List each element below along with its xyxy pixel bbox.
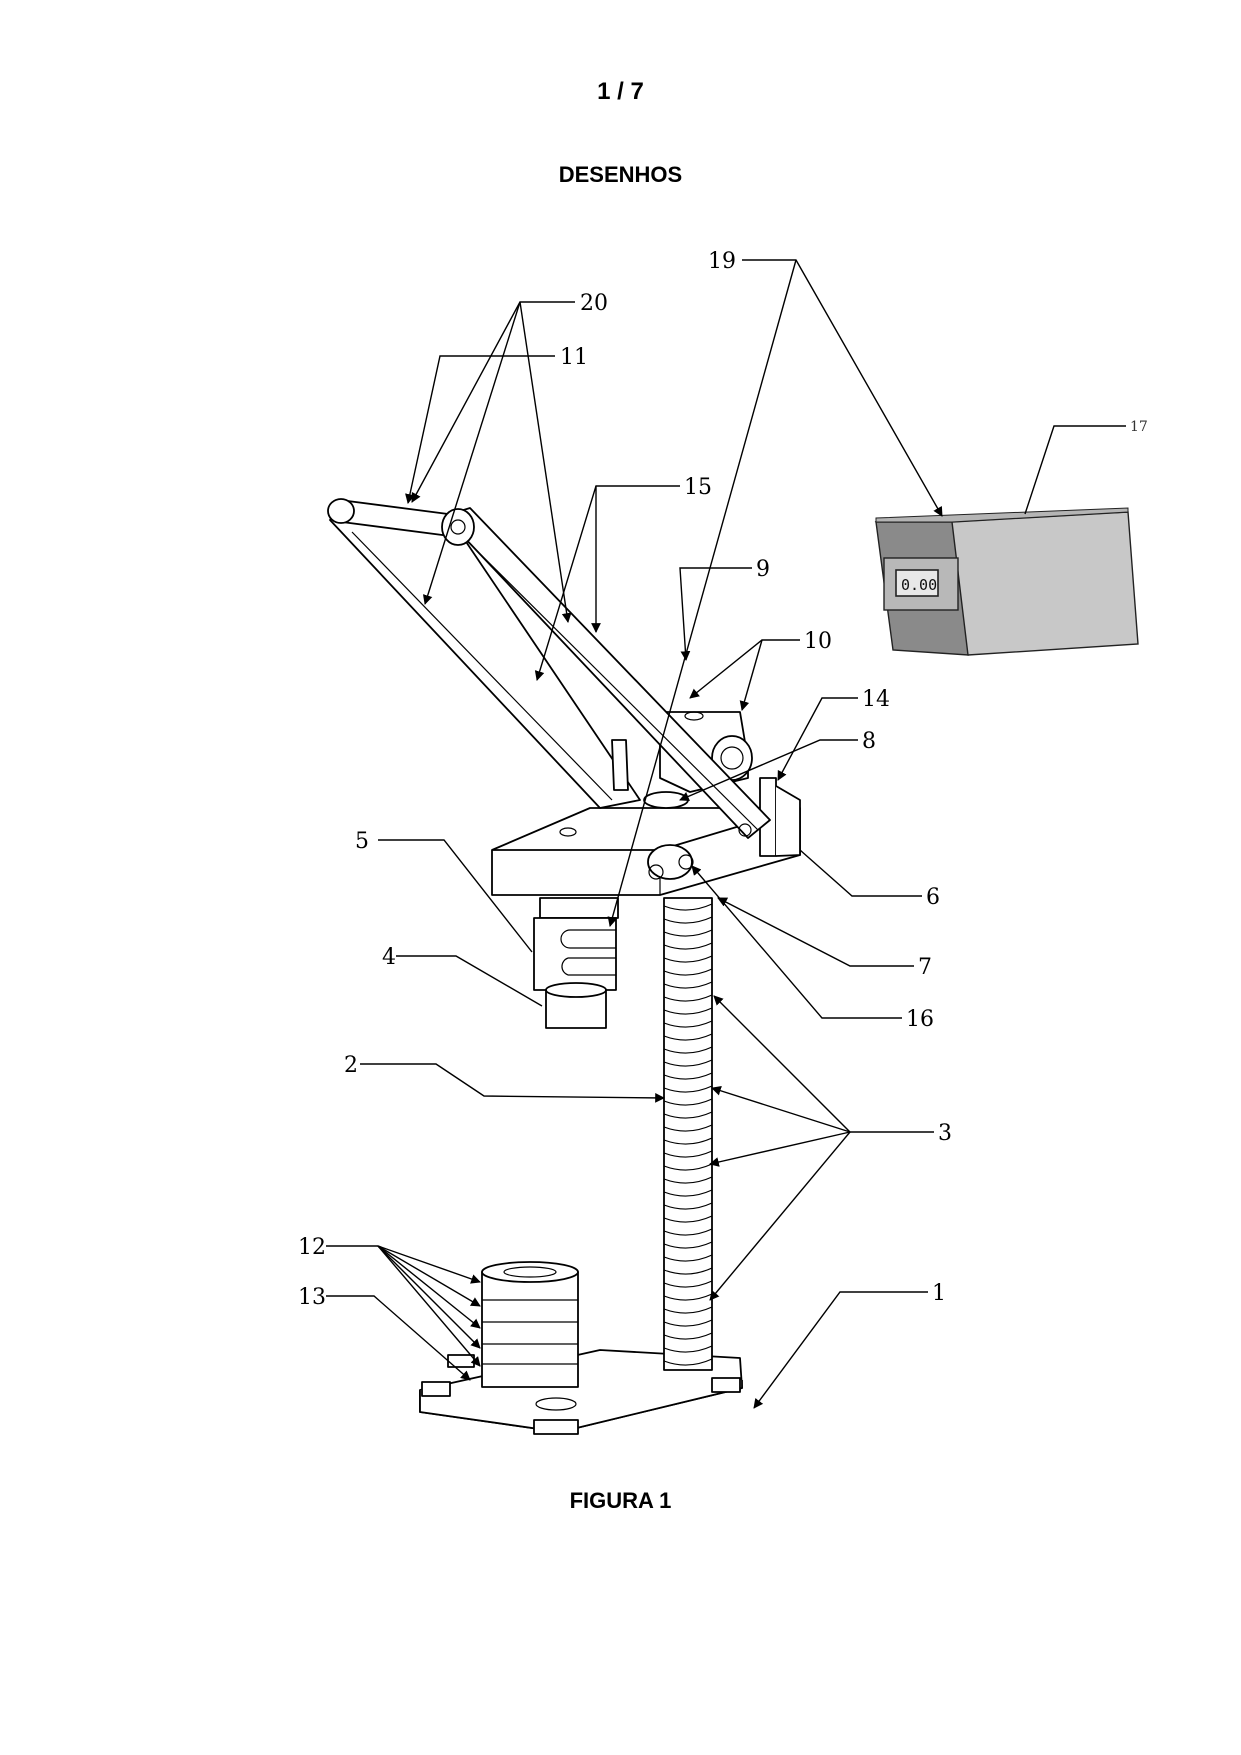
label-14: 14 — [862, 687, 890, 712]
thread-ridge — [663, 1215, 713, 1223]
thread-ridge — [663, 1033, 713, 1041]
thread-ridge — [663, 1072, 713, 1080]
thread-ridge — [663, 1124, 713, 1132]
thread-ridge — [663, 1267, 713, 1275]
reference-labels: 20 11 19 17 15 9 10 14 8 5 6 4 7 16 2 3 … — [298, 249, 1148, 1310]
threaded-rod — [663, 897, 713, 1371]
thread-ridge — [663, 942, 713, 950]
thread-ridge — [663, 1176, 713, 1184]
label-2: 2 — [344, 1053, 358, 1078]
thread-ridge — [663, 1085, 713, 1093]
label-11: 11 — [560, 345, 588, 370]
thread-ridge — [663, 955, 713, 963]
thread-ridge — [663, 1319, 713, 1327]
thread-ridge — [663, 903, 713, 911]
thread-ridge — [663, 1241, 713, 1249]
thread-ridge — [663, 1163, 713, 1171]
lever-arms — [327, 498, 771, 839]
leader-lines — [326, 259, 1126, 1409]
thread-ridge — [663, 1254, 713, 1262]
thread-ridge — [663, 1007, 713, 1015]
thread-ridge — [663, 1345, 713, 1353]
thread-ridge — [663, 994, 713, 1002]
thread-ridge — [663, 1189, 713, 1197]
display-unit: 0.00 — [874, 507, 1139, 656]
label-17: 17 — [1130, 419, 1148, 435]
thread-ridge — [663, 1228, 713, 1236]
thread-ridge — [663, 1280, 713, 1288]
thread-ridge — [663, 1202, 713, 1210]
display-reading: 0.00 — [901, 576, 937, 594]
label-9: 9 — [756, 557, 770, 582]
label-19: 19 — [708, 249, 736, 274]
section-title: DESENHOS — [558, 162, 683, 187]
thread-ridge — [663, 1111, 713, 1119]
load-cell — [533, 897, 619, 1029]
label-15: 15 — [684, 475, 712, 500]
label-20: 20 — [580, 291, 608, 316]
thread-ridge — [663, 1306, 713, 1314]
label-10: 10 — [804, 629, 832, 654]
figure-caption: FIGURA 1 — [569, 1488, 672, 1513]
thread-ridge — [663, 1046, 713, 1054]
label-4: 4 — [382, 945, 396, 970]
thread-ridge — [663, 1293, 713, 1301]
display-screen — [895, 569, 939, 597]
label-5: 5 — [355, 829, 369, 854]
label-3: 3 — [938, 1121, 952, 1146]
label-7: 7 — [918, 955, 932, 980]
carriage-block — [491, 777, 801, 896]
label-1: 1 — [932, 1281, 946, 1306]
thread-ridge — [663, 1059, 713, 1067]
weight-stack — [481, 1261, 579, 1388]
label-16: 16 — [906, 1007, 934, 1032]
thread-ridge — [663, 1150, 713, 1158]
thread-ridge — [663, 1332, 713, 1340]
thread-ridge — [663, 1358, 713, 1366]
thread-ridge — [663, 1098, 713, 1106]
label-13: 13 — [298, 1285, 326, 1310]
thread-ridge — [663, 1020, 713, 1028]
thread-ridge — [663, 929, 713, 937]
label-12: 12 — [298, 1235, 326, 1260]
page-number: 1 / 7 — [597, 78, 644, 105]
thread-ridge — [663, 981, 713, 989]
thread-ridge — [663, 968, 713, 976]
label-8: 8 — [862, 729, 876, 754]
thread-ridge — [663, 916, 713, 924]
thread-ridge — [663, 1137, 713, 1145]
label-6: 6 — [926, 885, 940, 910]
